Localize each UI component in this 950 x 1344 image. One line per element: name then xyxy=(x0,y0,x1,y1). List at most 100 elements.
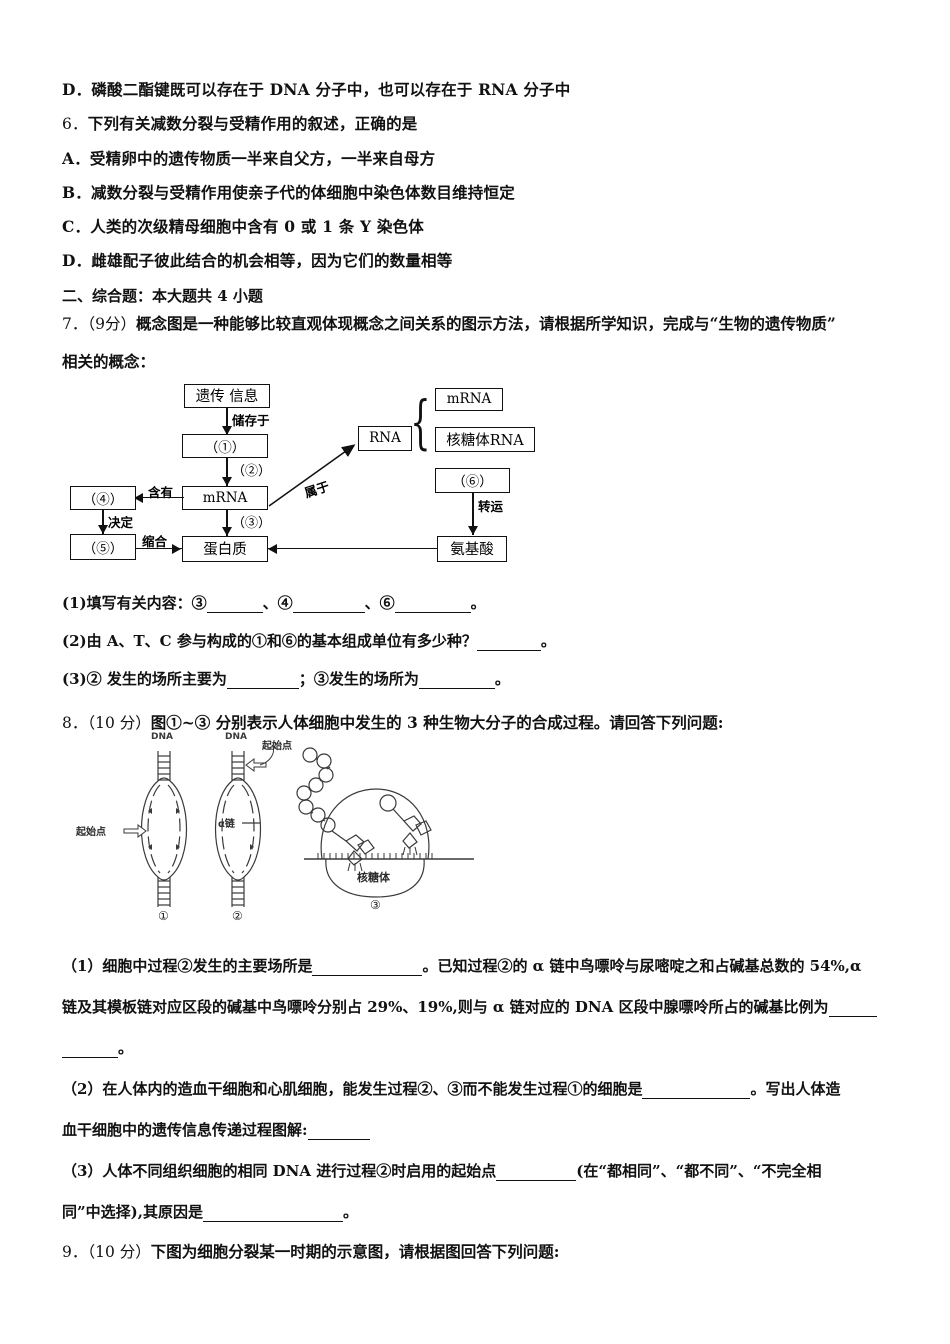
q7-sub3-end: 。 xyxy=(494,669,510,688)
q9-stem: 9．（10 分）下图为细胞分裂某一时期的示意图，请根据图回答下列问题: xyxy=(62,1244,922,1261)
arrowhead-amino-acid-to-protein xyxy=(268,543,277,554)
edge-label-step-3: （③） xyxy=(232,515,272,531)
q8-sub2-b: 。写出人体造 xyxy=(750,1080,841,1098)
concept-box-mrna-right: mRNA xyxy=(435,387,503,411)
edge-4-to-5 xyxy=(102,509,104,534)
concept-box-1: （①） xyxy=(182,433,268,458)
q8-score: （10 分） xyxy=(87,713,151,732)
q7-sub1-blank-6[interactable] xyxy=(394,597,471,613)
edge-label-step-2: （②） xyxy=(232,463,272,479)
q8-stem-text: 图①~③ 分别表示人体细胞中发生的 3 种生物大分子的合成过程。请回答下列问题: xyxy=(150,712,724,732)
q8-sub-1-line-3: 。 xyxy=(62,1037,922,1058)
q6-option-b: B．减数分裂与受精作用使亲子代的体细胞中染色体数目维持恒定 xyxy=(62,183,515,202)
q8-sub3-blank-1[interactable] xyxy=(496,1166,577,1181)
edge-1-to-mrna xyxy=(226,457,228,486)
dna-label-left: DNA xyxy=(151,732,173,742)
q7-stem-text: 概念图是一种能够比较直观体现概念之间关系的图示方法，请根据所学知识，完成与“生物… xyxy=(136,313,836,333)
q6-stem-text: 下列有关减数分裂与受精作用的叙述，正确的是 xyxy=(87,114,418,133)
figure-number-2: ② xyxy=(232,909,243,923)
q7-sub-2: (2)由 A、T、C 参与构成的①和⑥的基本组成单位有多少种？。 xyxy=(62,630,922,651)
figure-number-1: ① xyxy=(158,909,169,923)
q7-score: （9分） xyxy=(87,314,136,333)
q6-option-c: C．人类的次级精母细胞中含有 0 或 1 条 Y 染色体 xyxy=(62,217,424,236)
arrowhead-4-to-5 xyxy=(98,524,108,534)
q5-option-d: D．磷酸二酯键既可以存在于 DNA 分子中，也可以存在于 RNA 分子中 xyxy=(62,80,571,99)
q8-sub3-d: 。 xyxy=(342,1203,358,1221)
q8-sub-1-line-1: （1）细胞中过程②发生的主要场所是。已知过程②的 α 链中鸟嘌呤与尿嘧啶之和占碱… xyxy=(62,955,922,976)
edge-label-contains: 含有 xyxy=(148,484,174,500)
q8-sub2-blank-2[interactable] xyxy=(307,1125,370,1140)
q8-sub2-c: 血干细胞中的遗传信息传递过程图解: xyxy=(62,1121,308,1139)
q7-stem-line-2: 相关的概念： xyxy=(62,352,156,371)
dna-label-right: DNA xyxy=(225,732,247,742)
edge-label-belongs-to: 属于 xyxy=(302,477,332,500)
q9-number: 9． xyxy=(62,1243,88,1261)
edge-label-store-in: 储存于 xyxy=(232,412,270,428)
concept-box-rrna: 核糖体RNA xyxy=(435,426,535,452)
edge-label-transport: 转运 xyxy=(478,498,504,514)
q8-sub1-d: 。 xyxy=(118,1039,134,1057)
arrowhead-genetic-to-1 xyxy=(222,425,232,435)
concept-box-genetic-info: 遗传 信息 xyxy=(184,383,270,408)
q8-sub3-blank-2[interactable] xyxy=(202,1207,343,1222)
section-2-heading: 二、综合题：本大题共 4 小题 xyxy=(62,286,263,305)
arrowhead-6-to-amino-acid xyxy=(468,525,478,535)
page-content: D．磷酸二酯键既可以存在于 DNA 分子中，也可以存在于 RNA 分子中 6．下… xyxy=(62,82,922,1261)
q8-sub1-blank-2b[interactable] xyxy=(62,1043,118,1058)
q6-option-d: D．雌雄配子彼此结合的机会相等，因为它们的数量相等 xyxy=(62,251,453,270)
edge-mrna-to-protein xyxy=(226,509,228,536)
q9-score: （10 分） xyxy=(87,1243,151,1261)
q8-sub-3-line-1: （3）人体不同组织细胞的相同 DNA 进行过程②时启用的起始点(在“都相同”、“… xyxy=(62,1160,922,1181)
alpha-chain-label: α链 xyxy=(218,819,235,830)
edge-6-to-amino-acid xyxy=(472,492,474,535)
q8-sub2-blank-1[interactable] xyxy=(642,1084,751,1099)
arrowhead-mrna-to-protein xyxy=(222,526,232,536)
q7-sub-1: (1)填写有关内容：③、④、⑥。 xyxy=(62,592,922,613)
q7-sub3-blank-1[interactable] xyxy=(226,673,299,689)
q7-sub1-mid2: 、⑥ xyxy=(364,593,395,612)
edge-mrna-to-4 xyxy=(136,496,184,499)
q7-stem-line-1: 7．（9分）概念图是一种能够比较直观体现概念之间关系的图示方法，请根据所学知识，… xyxy=(62,313,922,333)
q6-stem: 6．下列有关减数分裂与受精作用的叙述，正确的是 xyxy=(62,116,922,133)
q8-stem: 8．（10 分）图①~③ 分别表示人体细胞中发生的 3 种生物大分子的合成过程。… xyxy=(62,712,922,732)
q7-sub3-mid: ；③发生的场所为 xyxy=(298,669,419,688)
q7-sub1-end: 。 xyxy=(470,593,486,612)
bio-figure-svg xyxy=(123,744,474,907)
q7-sub-3: (3)② 发生的场所主要为 ；③发生的场所为 。 xyxy=(62,668,922,689)
q7-sub3-blank-2[interactable] xyxy=(418,673,495,689)
q8-sub-2-line-2: 血干细胞中的遗传信息传递过程图解: xyxy=(62,1119,922,1140)
q7-sub1-blank-3[interactable] xyxy=(206,597,263,613)
rna-types-brace: { xyxy=(410,387,431,456)
q8-sub1-c: 链及其模板链对应区段的碱基中鸟嘌呤分别占 29%、19%,则与 α 链对应的 D… xyxy=(62,998,829,1016)
origin-label-left: 起始点 xyxy=(76,827,106,838)
q8-sub1-blank-1[interactable] xyxy=(312,961,423,976)
concept-box-protein: 蛋白质 xyxy=(182,535,268,562)
q8-number: 8． xyxy=(62,713,88,732)
q8-sub3-c: 同”中选择),其原因是 xyxy=(62,1203,203,1221)
q7-sub2-pre: (2)由 A、T、C 参与构成的①和⑥的基本组成单位有多少种？ xyxy=(62,631,477,650)
q8-sub1-blank-2a[interactable] xyxy=(828,1002,877,1017)
bio-figure-q8: DNA DNA 起始点 起始点 α链 核糖体 ① ② ③ xyxy=(76,732,514,941)
concept-box-mrna-center: mRNA xyxy=(182,485,268,510)
q7-sub2-blank[interactable] xyxy=(476,635,541,651)
q6-number: 6． xyxy=(62,115,88,133)
origin-label-right: 起始点 xyxy=(262,741,292,752)
q7-sub1-blank-4[interactable] xyxy=(292,597,365,613)
q8-sub-1-line-2: 链及其模板链对应区段的碱基中鸟嘌呤分别占 29%、19%,则与 α 链对应的 D… xyxy=(62,996,922,1017)
edge-amino-acid-to-protein xyxy=(268,547,437,550)
q7-number: 7． xyxy=(62,314,88,333)
concept-box-amino-acid: 氨基酸 xyxy=(437,535,507,562)
ribosome-label: 核糖体 xyxy=(357,871,390,884)
concept-diagram: 遗传 信息 储存于 （①） （②） mRNA 含有 （④） 决定 （⑤） 缩合 … xyxy=(70,383,542,576)
q7-sub1-mid1: 、④ xyxy=(262,593,293,612)
q7-sub3-pre: (3)② 发生的场所主要为 xyxy=(62,669,227,688)
q9-stem-text: 下图为细胞分裂某一时期的示意图，请根据图回答下列问题: xyxy=(150,1242,560,1261)
edge-genetic-to-1 xyxy=(226,407,228,434)
q8-sub-3-line-2: 同”中选择),其原因是 。 xyxy=(62,1201,922,1222)
edge-label-determines: 决定 xyxy=(108,514,134,530)
q8-sub-2-line-1: （2）在人体内的造血干细胞和心肌细胞，能发生过程②、③而不能发生过程①的细胞是。… xyxy=(62,1078,922,1099)
figure-number-3: ③ xyxy=(370,898,381,912)
edge-5-to-protein xyxy=(136,547,182,550)
q8-sub3-b: (在“都相同”、“都不同”、“不完全相 xyxy=(576,1162,822,1180)
